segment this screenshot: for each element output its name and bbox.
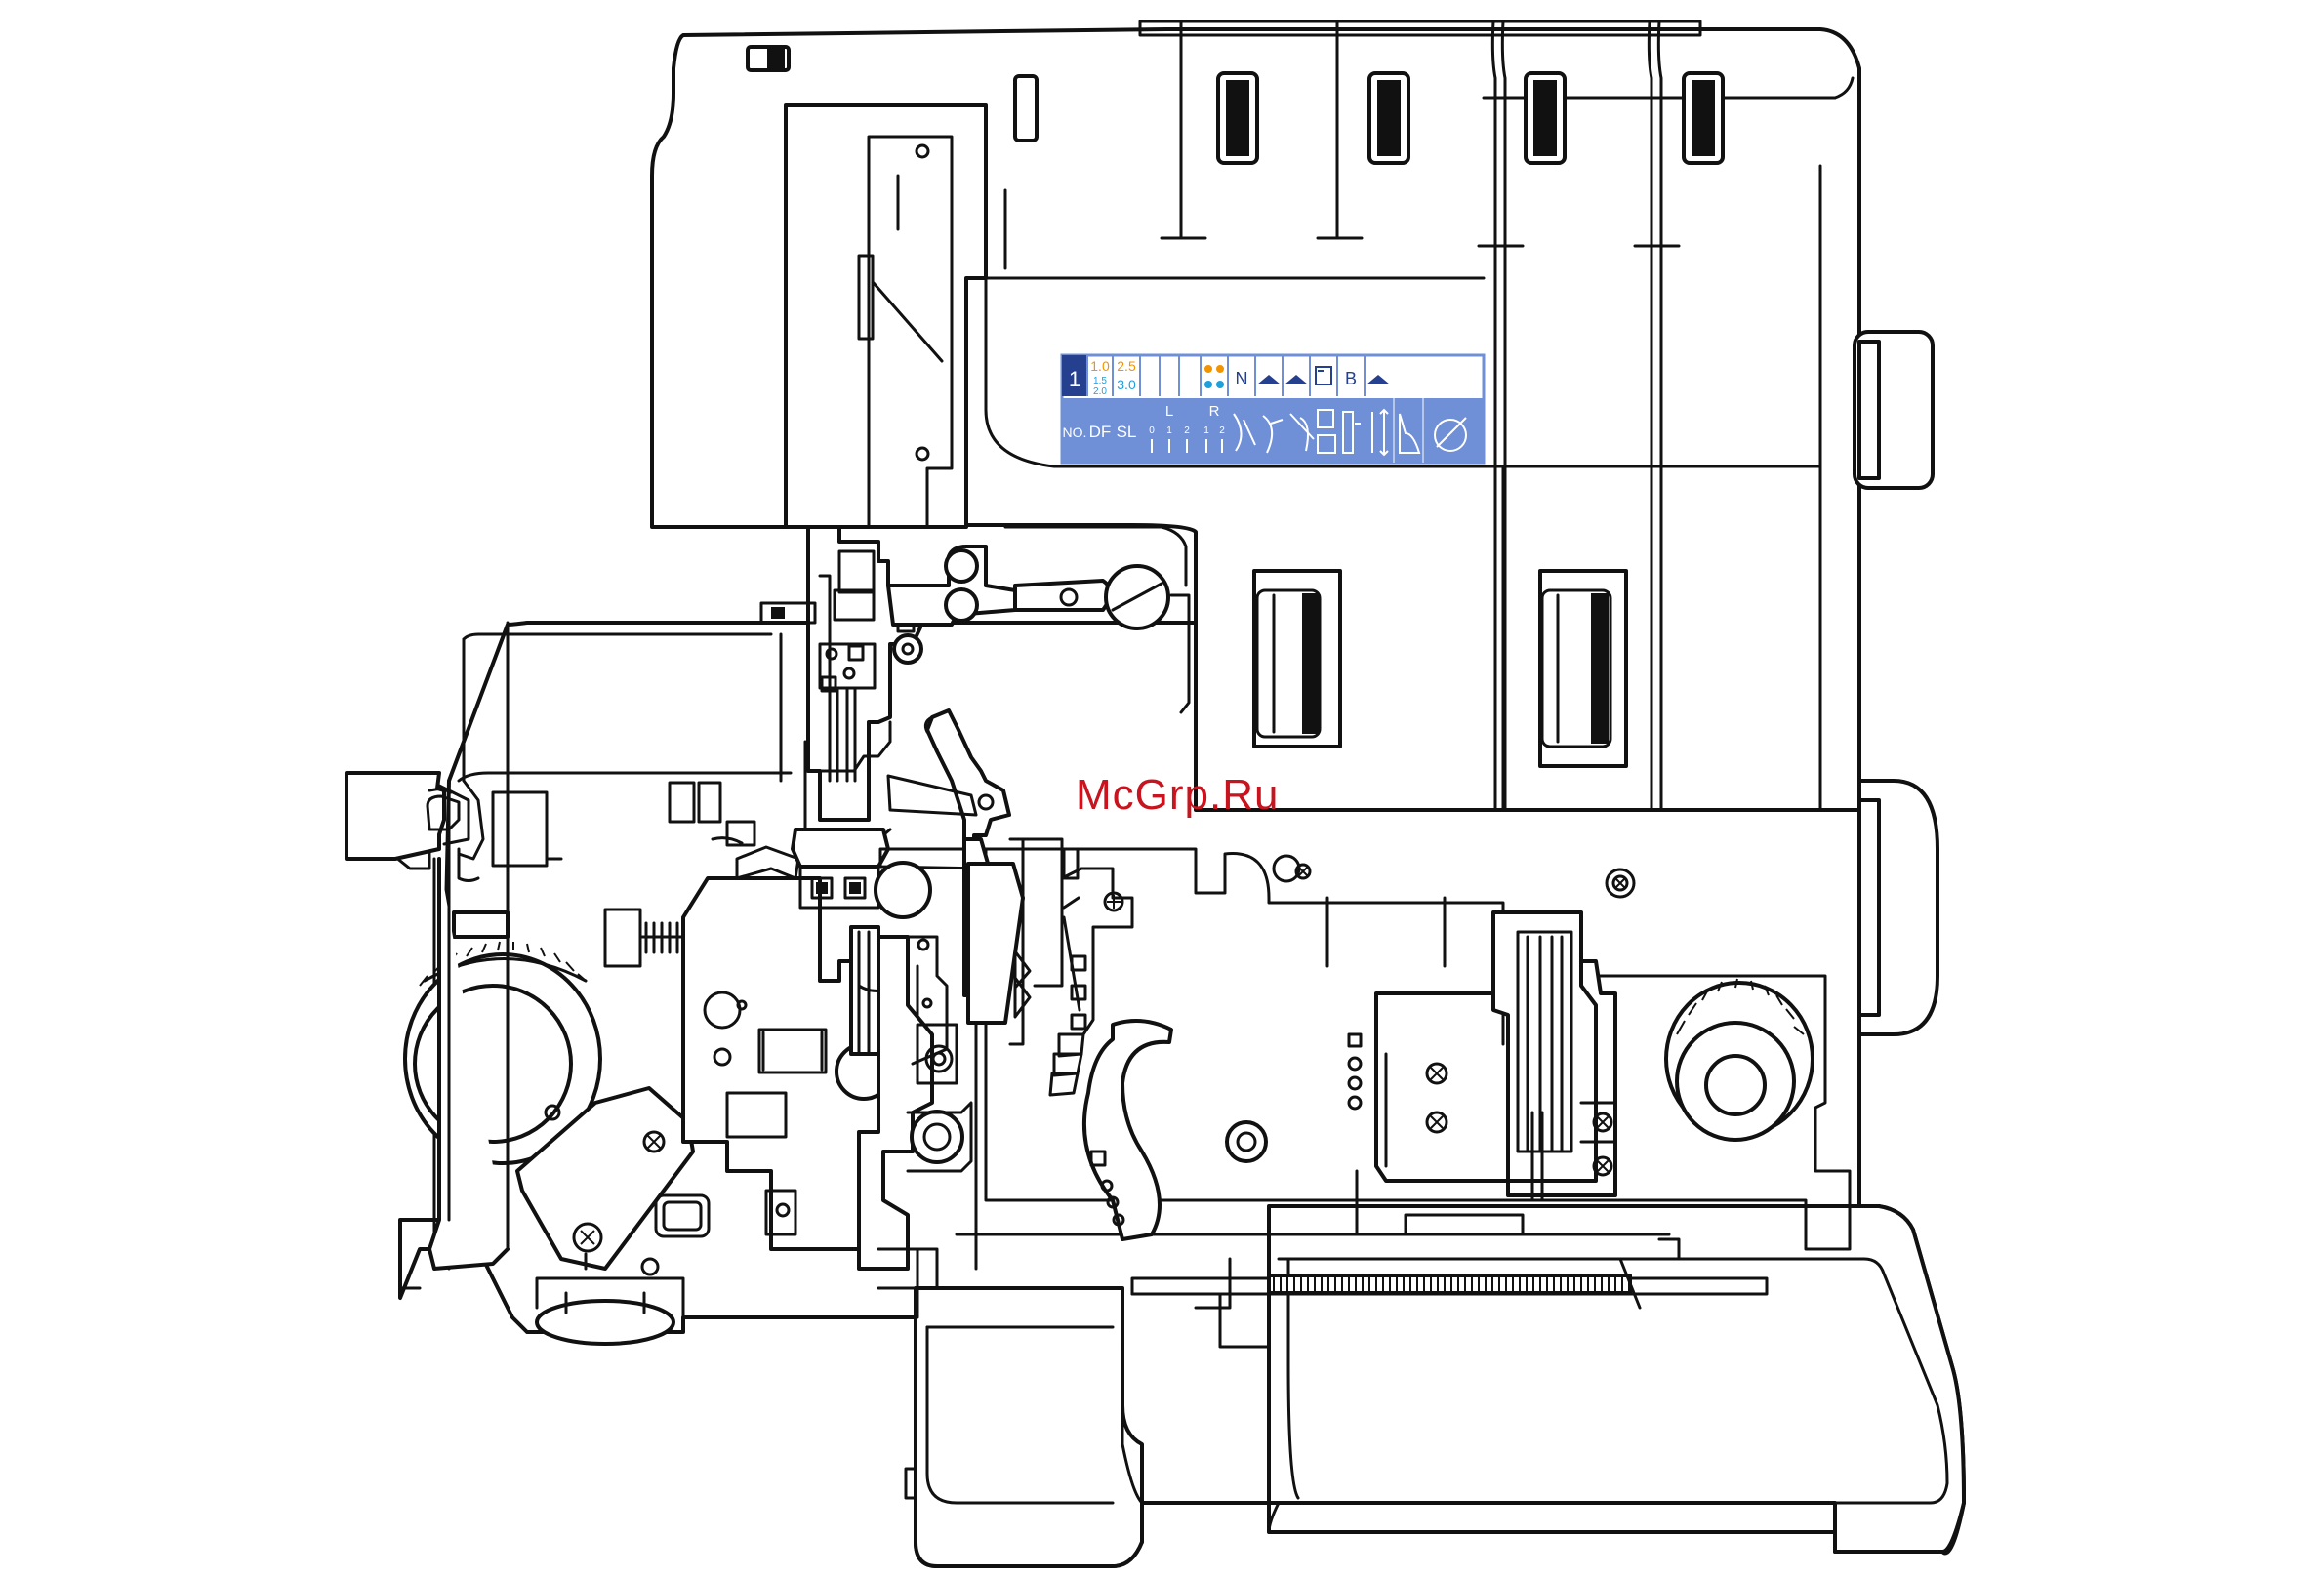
letter-n: N bbox=[1236, 369, 1248, 388]
tension-dot bbox=[1204, 381, 1212, 388]
differential-feed-dial[interactable] bbox=[1254, 571, 1340, 747]
lever-slot bbox=[1015, 76, 1037, 141]
tension-dial-3[interactable] bbox=[1526, 73, 1565, 163]
tension-dot bbox=[1204, 365, 1212, 373]
left-tick-2: 2 bbox=[1184, 425, 1190, 436]
stitch-number: 1 bbox=[1069, 367, 1080, 391]
stitch-length-dial[interactable] bbox=[1540, 571, 1626, 766]
handwheel[interactable] bbox=[1855, 332, 1937, 1034]
tension-dot bbox=[1216, 365, 1224, 373]
thread-cutter-switch[interactable] bbox=[748, 47, 789, 70]
sl-label: SL bbox=[1117, 423, 1137, 441]
tension-dial-1[interactable] bbox=[1218, 73, 1257, 163]
front-cover bbox=[1269, 1206, 1964, 1552]
df-value-1: 1.0 bbox=[1090, 358, 1110, 374]
df-value-4: 2.5 bbox=[1117, 358, 1136, 374]
stitch-reference-panel: 1 1.0 1.5 2.0 2.5 3.0 N B NO. DF SL L 0 … bbox=[1062, 355, 1484, 463]
looper-cover bbox=[916, 1288, 1142, 1566]
df-value-2: 1.5 bbox=[1093, 376, 1107, 386]
right-adjustment-knob[interactable] bbox=[1666, 979, 1813, 1140]
tension-dial-4[interactable] bbox=[1684, 73, 1723, 163]
left-tick-0: 0 bbox=[1149, 425, 1155, 436]
tension-dial-2[interactable] bbox=[1369, 73, 1408, 163]
right-tick-1: 1 bbox=[1203, 425, 1209, 436]
looper-cap bbox=[876, 863, 930, 917]
right-tick-2: 2 bbox=[1219, 425, 1225, 436]
right-needle-label: R bbox=[1209, 403, 1220, 420]
no-label: NO. bbox=[1063, 425, 1087, 440]
tension-dot bbox=[1216, 381, 1224, 388]
left-needle-label: L bbox=[1165, 403, 1173, 420]
center-shaft bbox=[1227, 1122, 1266, 1161]
df-label: DF bbox=[1089, 423, 1112, 441]
letter-b: B bbox=[1345, 369, 1357, 388]
df-value-3: 2.0 bbox=[1093, 386, 1107, 397]
watermark-text: McGrp.Ru bbox=[1076, 771, 1279, 819]
left-tick-1: 1 bbox=[1166, 425, 1172, 436]
df-value-5: 3.0 bbox=[1117, 377, 1136, 392]
